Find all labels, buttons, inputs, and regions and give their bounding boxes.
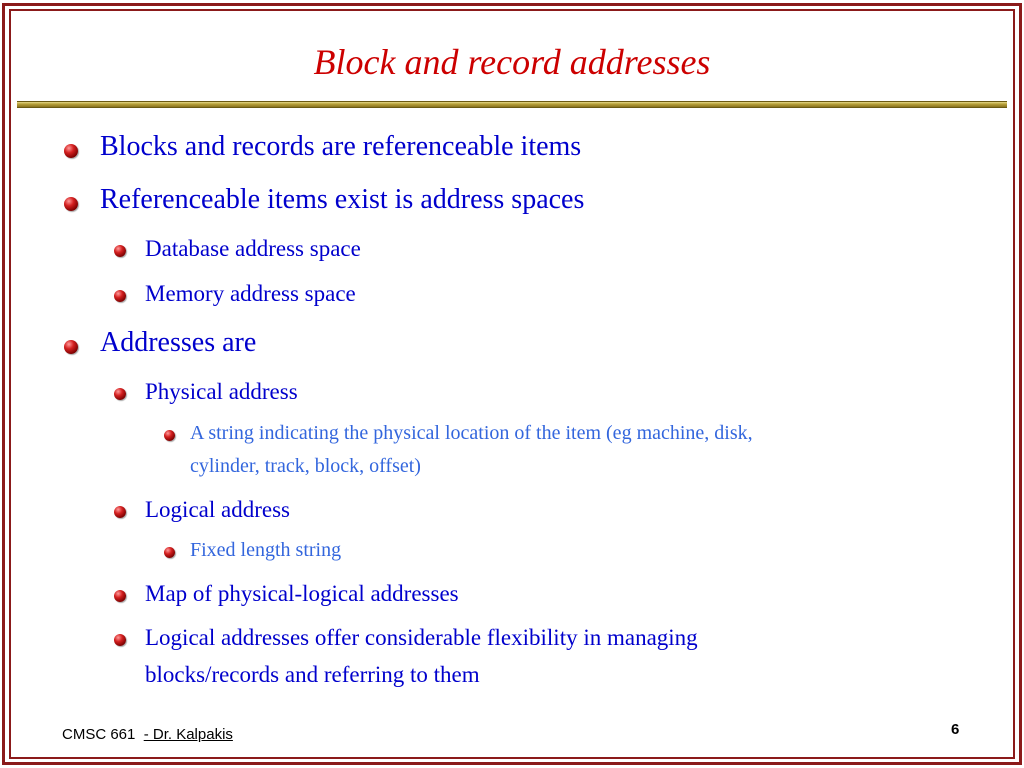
slide-inner-frame xyxy=(9,9,1015,759)
sub-bullet-text: Memory address space xyxy=(145,281,356,306)
slide-title: Block and record addresses xyxy=(313,42,711,82)
sub-bullet-icon xyxy=(114,290,126,302)
sub-sub-bullet-text: Fixed length string xyxy=(190,539,342,561)
sub-bullet-text: Logical address xyxy=(145,497,290,522)
sub-bullet-icon xyxy=(114,634,126,646)
sub-bullet-icon xyxy=(114,388,126,400)
sub-bullet-icon xyxy=(114,590,126,602)
sub-sub-bullet-text-line: cylinder, track, block, offset) xyxy=(190,455,421,477)
sub-bullet-text: Database address space xyxy=(145,236,361,261)
sub-bullet-icon xyxy=(114,245,126,257)
slide-outer-frame xyxy=(2,3,1022,765)
sub-sub-bullet-text-line: A string indicating the physical locatio… xyxy=(190,422,753,444)
footer-course-info: CMSC 661 - Dr. Kalpakis xyxy=(62,726,233,743)
bullet-icon xyxy=(64,144,78,158)
bullet-text: Blocks and records are referenceable ite… xyxy=(100,131,582,162)
bullet-icon xyxy=(64,340,78,354)
sub-bullet-text-line: Logical addresses offer considerable fle… xyxy=(145,625,698,650)
sub-bullet-text: Physical address xyxy=(145,379,298,404)
page-number: 6 xyxy=(951,721,960,738)
sub-bullet-text-line: blocks/records and referring to them xyxy=(145,662,480,687)
sub-sub-bullet-icon xyxy=(164,547,175,558)
bullet-text: Referenceable items exist is address spa… xyxy=(100,184,585,215)
sub-sub-bullet-icon xyxy=(164,430,175,441)
sub-bullet-icon xyxy=(114,506,126,518)
footer-course: CMSC 661 xyxy=(62,726,136,743)
bullet-icon xyxy=(64,197,78,211)
title-divider xyxy=(17,101,1007,108)
sub-bullet-text: Map of physical-logical addresses xyxy=(145,581,459,606)
bullet-text: Addresses are xyxy=(100,327,257,358)
footer-author: - Dr. Kalpakis xyxy=(143,726,233,743)
